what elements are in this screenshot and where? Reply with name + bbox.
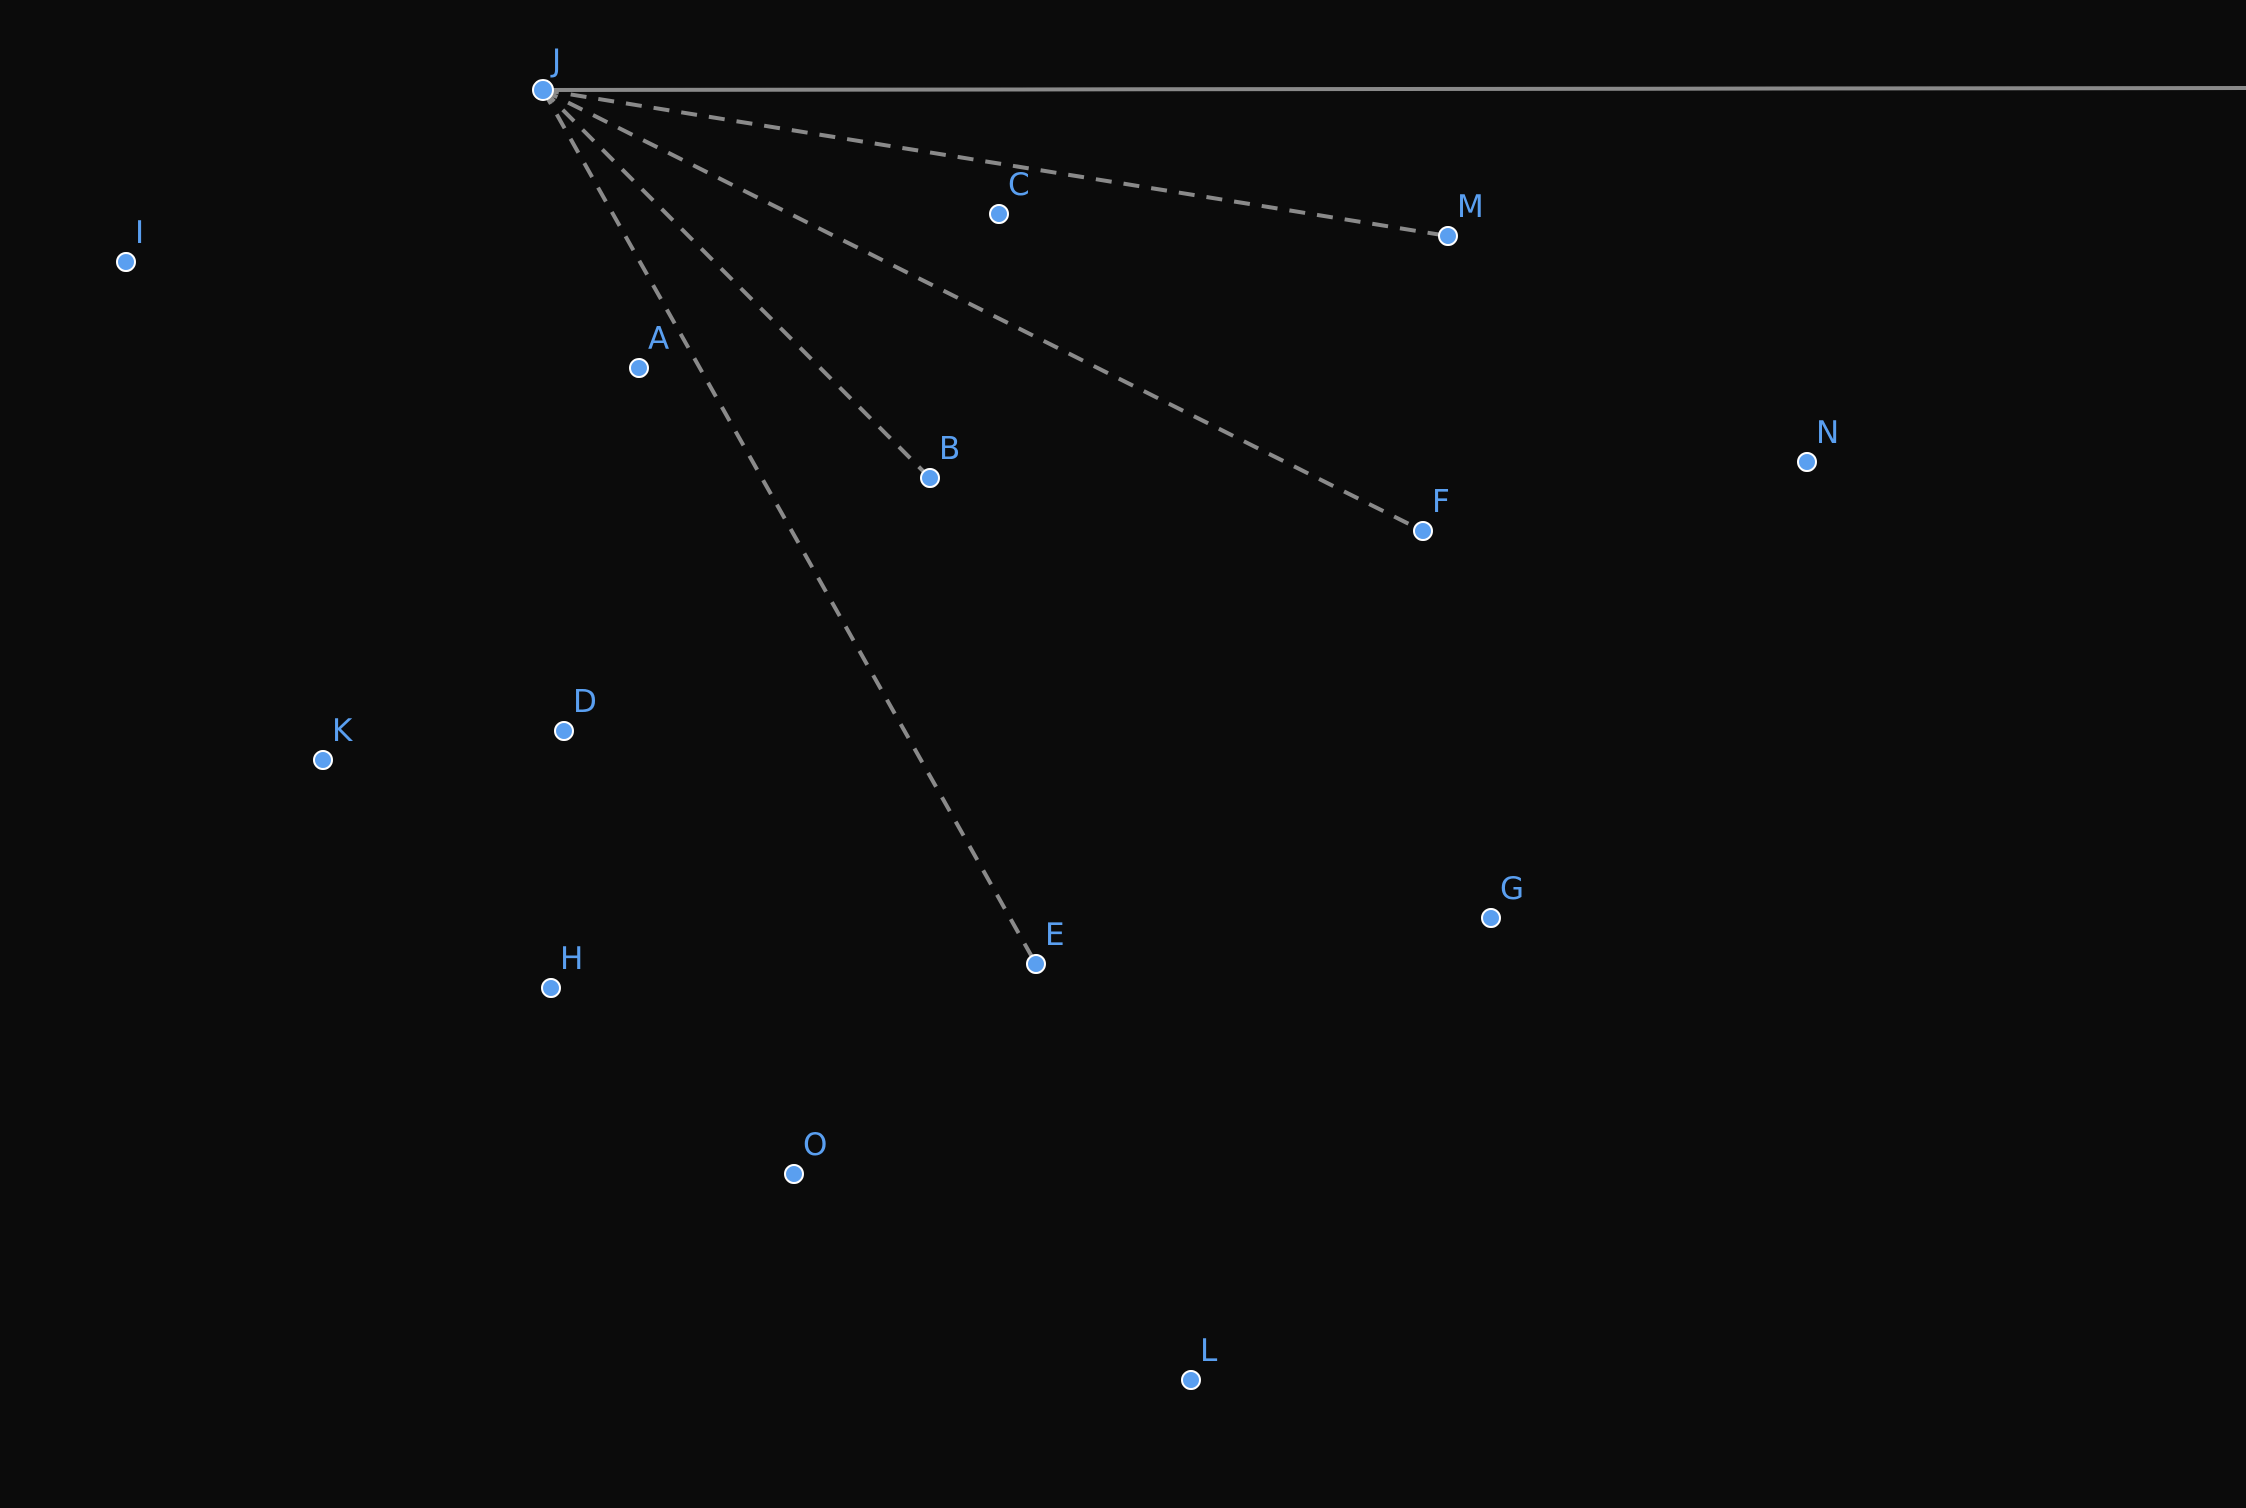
points-layer: J I A C M B F N K D G E H O L [116,43,1839,1390]
point-label-a: A [648,321,669,357]
point-marker-l[interactable] [1181,1370,1201,1390]
point-label-d: D [573,684,597,720]
point-label-j: J [550,43,561,79]
point-label-b: B [939,431,960,467]
point-label-o: O [803,1127,827,1163]
point-marker-m[interactable] [1438,226,1458,246]
point-n[interactable]: N [1797,415,1839,472]
point-j[interactable]: J [532,43,561,101]
edge-j-e [541,89,1038,965]
point-label-l: L [1200,1333,1218,1369]
point-marker-a[interactable] [629,358,649,378]
point-h[interactable]: H [541,941,583,998]
point-label-k: K [332,713,353,749]
point-marker-b[interactable] [920,468,940,488]
point-k[interactable]: K [313,713,353,770]
point-label-h: H [560,941,583,977]
point-o[interactable]: O [784,1127,827,1184]
point-marker-j[interactable] [532,79,554,101]
point-label-g: G [1500,871,1524,907]
point-a[interactable]: A [629,321,669,378]
point-label-e: E [1045,917,1065,953]
point-e[interactable]: E [1026,917,1065,974]
point-marker-k[interactable] [313,750,333,770]
point-c[interactable]: C [989,167,1030,224]
point-marker-o[interactable] [784,1164,804,1184]
point-label-n: N [1816,415,1839,451]
edge-j-m [542,88,1449,238]
edge-j-f [542,88,1424,533]
point-label-c: C [1008,167,1030,203]
point-label-i: I [135,215,144,251]
point-g[interactable]: G [1481,871,1524,928]
ray-j [542,86,2246,92]
edge-j-b [541,88,932,480]
point-marker-f[interactable] [1413,521,1433,541]
point-l[interactable]: L [1181,1333,1218,1390]
point-label-m: M [1457,189,1484,225]
point-marker-i[interactable] [116,252,136,272]
edges-layer [541,86,2246,965]
point-marker-e[interactable] [1026,954,1046,974]
point-m[interactable]: M [1438,189,1484,246]
point-marker-d[interactable] [554,721,574,741]
point-i[interactable]: I [116,215,144,272]
point-d[interactable]: D [554,684,597,741]
point-marker-h[interactable] [541,978,561,998]
point-marker-g[interactable] [1481,908,1501,928]
point-b[interactable]: B [920,431,960,488]
point-f[interactable]: F [1413,484,1450,541]
point-label-f: F [1432,484,1450,520]
point-marker-c[interactable] [989,204,1009,224]
point-marker-n[interactable] [1797,452,1817,472]
